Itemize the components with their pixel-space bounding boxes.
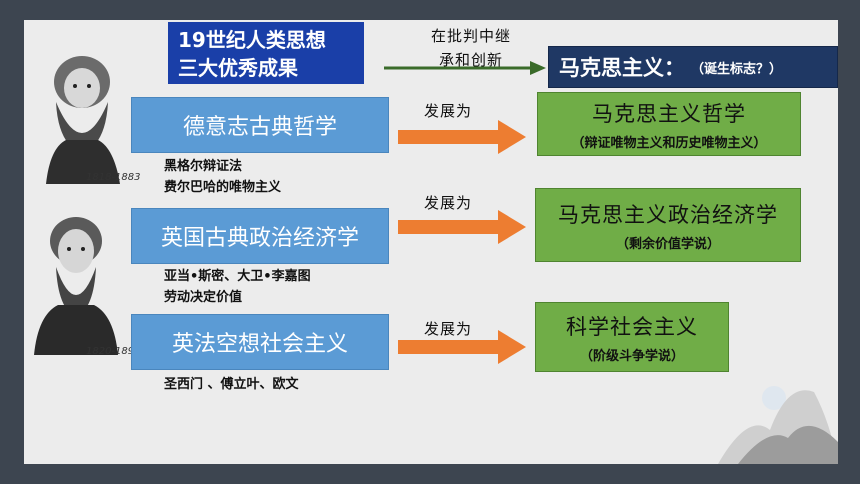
result-title: 科学社会主义 [566, 314, 698, 339]
result-subtitle: （阶级斗争学说） [579, 348, 684, 364]
page-title-line2: 三大优秀成果 [178, 56, 298, 80]
source-box-socialism: 英法空想社会主义 [131, 314, 389, 370]
portrait-engels-drawing [34, 217, 118, 355]
source-box-philosophy: 德意志古典哲学 [131, 97, 389, 153]
critique-label: 在批判中继 承和创新 [416, 24, 526, 72]
critique-label-line2: 承和创新 [438, 51, 503, 69]
result-box-socialism: 科学社会主义 （阶级斗争学说） [535, 302, 729, 372]
critique-label-line1: 在批判中继 [430, 27, 511, 45]
marxism-box: 马克思主义： （诞生标志？） [548, 46, 838, 88]
note-line: 劳动决定价值 [164, 290, 243, 305]
develop-label-1: 发展为 [424, 102, 473, 120]
portrait-marx-drawing [46, 56, 120, 184]
note-line: 圣西门 、傅立叶、欧文 [164, 377, 299, 392]
portrait-marx-years: 1818-1883 [86, 172, 141, 183]
result-title: 马克思主义哲学 [592, 101, 746, 126]
page-title: 19世纪人类思想 三大优秀成果 [168, 22, 364, 84]
marxism-title: 马克思主义： [559, 56, 685, 80]
develop-arrow-3 [398, 330, 526, 364]
result-box-economics: 马克思主义政治经济学 （剩余价值学说） [535, 188, 801, 262]
page-title-line1: 19世纪人类思想 [178, 28, 326, 52]
develop-arrow-2 [398, 210, 526, 244]
develop-label-2: 发展为 [424, 194, 473, 212]
marxism-question: （诞生标志？） [691, 61, 783, 77]
develop-arrow-1 [398, 120, 526, 154]
notes-socialism: 圣西门 、傅立叶、欧文 [164, 374, 299, 395]
result-box-philosophy: 马克思主义哲学 （辩证唯物主义和历史唯物主义） [537, 92, 801, 156]
result-title: 马克思主义政治经济学 [558, 202, 778, 227]
notes-philosophy: 黑格尔辩证法 费尔巴哈的唯物主义 [164, 156, 281, 198]
mountain-decoration [718, 386, 838, 464]
notes-economics: 亚当•斯密、大卫•李嘉图 劳动决定价值 [164, 266, 311, 308]
develop-label-3: 发展为 [424, 320, 473, 338]
inherit-arrow [384, 61, 546, 75]
result-subtitle: （辩证唯物主义和历史唯物主义） [571, 135, 767, 151]
note-line: 费尔巴哈的唯物主义 [164, 180, 282, 195]
portrait-engels-years: 1820-1895 [86, 346, 141, 357]
portrait-marx [36, 44, 128, 184]
note-line: 黑格尔辩证法 [164, 159, 243, 174]
note-line: 亚当•斯密、大卫•李嘉图 [164, 269, 311, 284]
result-subtitle: （剩余价值学说） [615, 236, 720, 252]
source-box-economics: 英国古典政治经济学 [131, 208, 389, 264]
portrait-engels [20, 205, 130, 355]
